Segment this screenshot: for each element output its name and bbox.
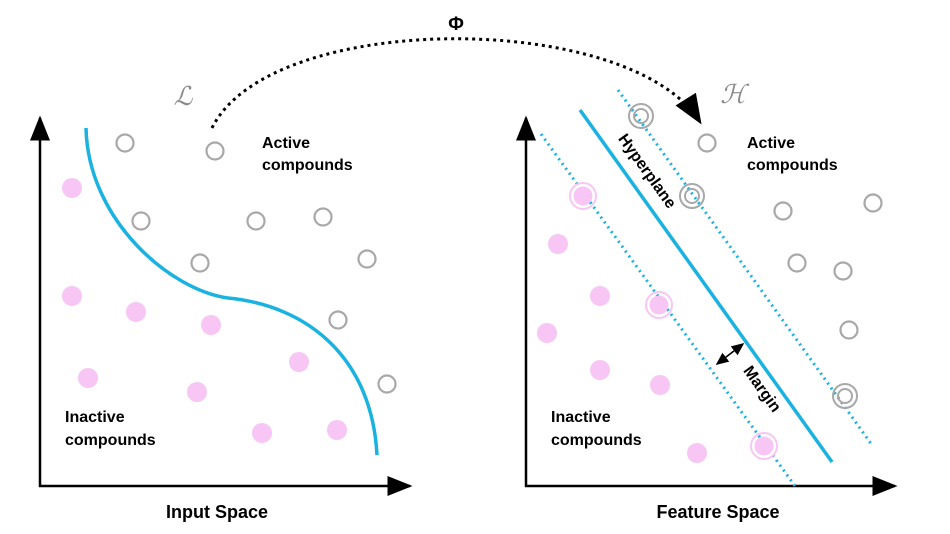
support-vector: [645, 291, 673, 319]
margin-label: Margin: [739, 363, 783, 416]
input-inactive-label: Inactive compounds: [65, 409, 156, 449]
inactive-point: [590, 360, 610, 380]
phi-symbol: Φ: [448, 14, 464, 35]
mapping-arrow: [210, 37, 702, 129]
nonlinear-decision-boundary: [84, 127, 379, 456]
inactive-point: [327, 420, 347, 440]
inactive-point: [289, 352, 309, 372]
active-point: [377, 374, 397, 394]
active-point: [328, 310, 348, 330]
input-inactive-points: [62, 178, 347, 443]
inactive-point: [548, 234, 568, 254]
input-space-panel: ℒ A: [30, 82, 413, 522]
support-vector: [750, 432, 778, 460]
active-point: [115, 133, 135, 153]
active-point: [131, 211, 151, 231]
input-active-points: [115, 133, 397, 394]
inactive-point: [78, 368, 98, 388]
inactive-point: [187, 382, 207, 402]
feature-space-title: Feature Space: [656, 502, 779, 522]
active-support-vectors: [628, 103, 858, 409]
support-vector: [628, 103, 654, 129]
inactive-point: [590, 286, 610, 306]
inactive-point: [62, 286, 82, 306]
active-point: [773, 201, 793, 221]
input-space-title: Input Space: [166, 502, 268, 522]
inactive-point: [650, 375, 670, 395]
active-point: [787, 253, 807, 273]
inactive-point: [687, 443, 707, 463]
active-point: [863, 193, 883, 213]
inactive-support-vectors: [569, 182, 778, 460]
inactive-point: [537, 323, 557, 343]
inactive-point: [252, 423, 272, 443]
input-active-label: Active compounds: [262, 135, 353, 174]
active-point: [205, 141, 225, 161]
support-vector: [832, 383, 858, 409]
feature-space-panel: ℋ: [516, 80, 898, 522]
feature-inactive-points: [537, 234, 707, 463]
feature-inactive-label: Inactive compounds: [551, 409, 642, 449]
active-point: [839, 320, 859, 340]
feature-space-symbol: ℋ: [720, 80, 750, 110]
feature-active-label: Active compounds: [747, 135, 838, 174]
active-point: [190, 253, 210, 273]
inactive-point: [126, 302, 146, 322]
support-vector: [679, 183, 705, 209]
hyperplane-line: [578, 108, 834, 464]
margin-arrow: [715, 343, 745, 365]
input-space-symbol: ℒ: [174, 82, 194, 112]
active-point: [246, 211, 266, 231]
upper-margin-line: [616, 89, 874, 446]
active-point: [833, 261, 853, 281]
inactive-point: [62, 178, 82, 198]
feature-active-points: [697, 133, 883, 340]
active-point: [357, 249, 377, 269]
inactive-point: [201, 315, 221, 335]
active-point: [697, 133, 717, 153]
support-vector: [569, 182, 597, 210]
active-point: [313, 207, 333, 227]
